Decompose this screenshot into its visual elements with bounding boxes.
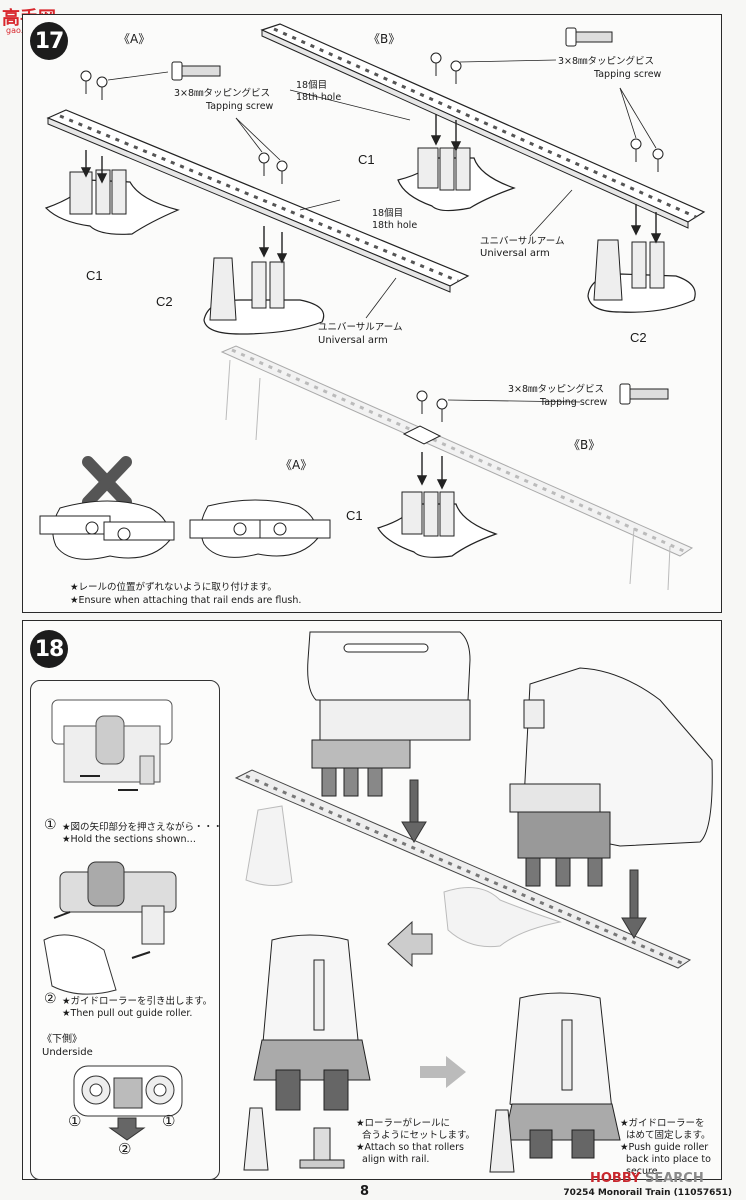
rail-note-jp: ★レールの位置がずれないように取り付けます。	[70, 582, 277, 593]
screw-label-jp-a: 3×8㎜タッピングビス	[174, 88, 271, 99]
arm-label-jp-a: ユニバーサルアーム	[318, 322, 403, 333]
underside-circle-1-right: ①	[162, 1112, 176, 1130]
attach-note-jp-2: 合うようにセットします。	[362, 1130, 476, 1141]
mount-arrows	[387, 779, 647, 968]
screw-label-en-b: Tapping screw	[594, 69, 662, 80]
hole-label-jp-a: 18個目	[372, 208, 404, 219]
screw-label-en-a: Tapping screw	[206, 101, 274, 112]
hobbysearch-logo: HOBBY SEARCH	[590, 1171, 704, 1186]
side-view-attach	[243, 934, 371, 1171]
attach-note-jp-1: ★ローラーがレールに	[356, 1118, 451, 1129]
step-17-badge: 17	[30, 22, 68, 60]
hole-label-jp-b: 18個目	[296, 80, 328, 91]
rail-joint-wrong	[39, 500, 175, 560]
train-car-motor	[509, 667, 713, 887]
part-c2-right	[587, 239, 696, 313]
label-a-lower: 《A》	[280, 458, 313, 472]
page-number: 8	[360, 1184, 370, 1199]
universal-arm-b	[260, 23, 706, 229]
underside-circle-1-left: ①	[68, 1112, 82, 1130]
arm-label-en-b: Universal arm	[480, 248, 550, 259]
push-note-en-1: ★Push guide roller	[620, 1142, 709, 1153]
leader-lines	[107, 59, 657, 403]
label-b-lower: 《B》	[568, 438, 601, 452]
universal-arm-a	[46, 109, 470, 293]
part-c1-label-lower: C1	[346, 508, 363, 523]
part-c1-right	[397, 147, 516, 212]
underside-label-en: Underside	[42, 1047, 93, 1058]
push-note-jp-1: ★ガイドローラーを	[620, 1118, 705, 1129]
wrong-x-icon	[82, 456, 132, 508]
side-view-secure	[489, 992, 621, 1173]
inset-step-1-en: ★Hold the sections shown…	[62, 834, 197, 845]
part-c2-label-left: C2	[156, 294, 173, 309]
part-c1-left	[44, 169, 180, 235]
rail-note-en: ★Ensure when attaching that rail ends ar…	[70, 595, 302, 606]
push-note-jp-2: はめて固定します。	[626, 1130, 711, 1141]
underside-label-jp: 《下側》	[42, 1034, 82, 1045]
tapping-screws	[80, 52, 664, 422]
part-c1-label-left: C1	[86, 268, 103, 283]
inset-chassis-1	[51, 699, 173, 791]
attach-note-en-2: align with rail.	[362, 1154, 430, 1165]
hole-label-en-a: 18th hole	[372, 220, 418, 231]
arm-label-jp-b: ユニバーサルアーム	[480, 236, 565, 247]
label-b-top: 《B》	[368, 32, 401, 46]
part-c1-lower	[377, 491, 498, 558]
screw-label-jp-c: 3×8㎜タッピングビス	[508, 384, 605, 395]
inset-step-2-jp: ★ガイドローラーを引き出します。	[62, 996, 213, 1007]
underside-circle-2: ②	[118, 1140, 132, 1158]
inset-chassis-2	[43, 861, 177, 995]
monorail-track	[234, 769, 692, 969]
inset-underside	[73, 1065, 183, 1141]
attach-note-en-1: ★Attach so that rollers	[356, 1142, 464, 1153]
inset-step-1-jp: ★図の矢印部分を押さえながら・・・	[62, 822, 223, 833]
train-car-front	[307, 631, 471, 797]
step-18-badge: 18	[30, 630, 68, 668]
arm-label-en-a: Universal arm	[318, 335, 388, 346]
part-c1-label-right: C1	[358, 152, 375, 167]
joined-rails	[220, 345, 694, 591]
rail-joint-correct	[189, 499, 331, 558]
inset-step-2-en: ★Then pull out guide roller.	[62, 1008, 193, 1019]
hobbysearch-logo-b: SEARCH	[644, 1171, 704, 1186]
assembly-arrows	[80, 114, 662, 490]
inset-step-1-circle: ①	[44, 817, 57, 833]
inset-step-2-circle: ②	[44, 991, 57, 1007]
hole-label-en-b: 18th hole	[296, 92, 342, 103]
screw-label-en-c: Tapping screw	[540, 397, 608, 408]
product-code: 70254 Monorail Train (11057651)	[563, 1188, 732, 1198]
push-note-en-2: back into place to	[626, 1154, 711, 1165]
part-c2-label-right: C2	[630, 330, 647, 345]
label-a-top: 《A》	[118, 32, 151, 46]
next-arrow	[420, 1056, 466, 1088]
push-note-en-3: secure.	[626, 1166, 661, 1177]
screw-label-jp-b: 3×8㎜タッピングビス	[558, 56, 655, 67]
screw-icon	[171, 27, 669, 405]
part-c2-left	[203, 257, 325, 335]
hobbysearch-logo-a: HOBBY	[590, 1171, 641, 1186]
